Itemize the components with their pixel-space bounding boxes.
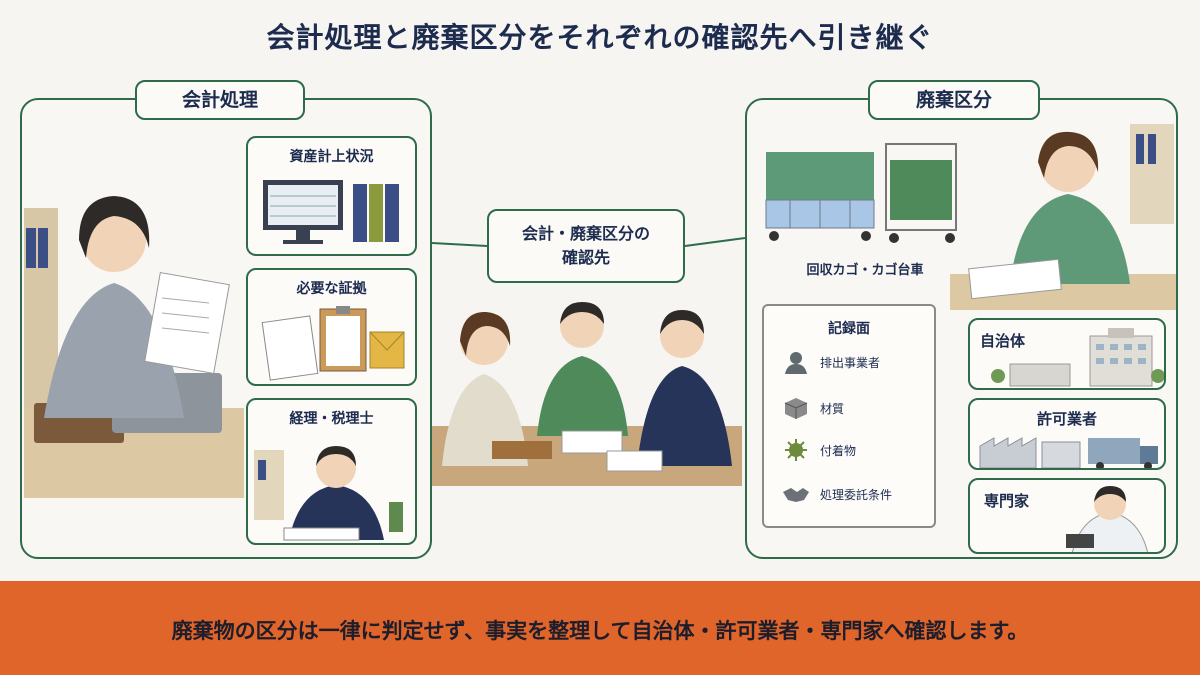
factory-and-truck-icon [979, 437, 1158, 468]
waste-panel-label: 廃棄区分 [868, 80, 1040, 120]
accountant-person-illustration [254, 446, 403, 541]
record-title: 記録面 [828, 321, 870, 337]
record-item-label: 処理委託条件 [820, 487, 893, 502]
record-item-label: 排出事業者 [820, 355, 881, 370]
city-hall-icon [991, 328, 1164, 387]
card-evidence: 必要な証拠 [246, 268, 417, 386]
center-line-1: 会計・廃棄区分の [521, 224, 650, 243]
accounting-panel-label: 会計処理 [135, 80, 305, 120]
expert-person-illustration [1066, 486, 1148, 552]
cube-icon [784, 398, 808, 419]
record-item-material: 材質 [782, 396, 844, 420]
cart-caption: 回収カゴ・カゴ台車 [806, 263, 924, 278]
card-accountant-title: 経理・税理士 [289, 411, 374, 427]
card-licensed-contractor-title: 許可業者 [1036, 410, 1097, 428]
person-icon [785, 352, 807, 374]
card-expert-title: 専門家 [984, 492, 1030, 510]
record-item-label: 材質 [820, 401, 845, 416]
card-municipality: 自治体 [968, 318, 1166, 390]
card-asset-status: 資産計上状況 [246, 136, 417, 256]
record-item-discharger: 排出事業者 [782, 350, 880, 374]
record-item-contract: 処理委託条件 [782, 482, 892, 506]
record-item-label: 付着物 [820, 443, 857, 458]
center-destination-box: 会計・廃棄区分の 確認先 [487, 209, 685, 283]
center-line-2: 確認先 [561, 248, 610, 267]
card-evidence-title: 必要な証拠 [296, 281, 367, 297]
handshake-icon [783, 488, 809, 502]
record-item-deposits: 付着物 [782, 438, 856, 462]
page-title: 会計処理と廃棄区分をそれぞれの確認先へ引き継ぐ [266, 21, 934, 54]
worker-illustration [950, 124, 1176, 310]
documents-and-envelope-icon [261, 306, 405, 381]
card-licensed-contractor: 許可業者 [968, 398, 1166, 470]
footer-banner: 廃棄物の区分は一律に判定せず、事実を整理して自治体・許可業者・専門家へ確認します… [0, 581, 1200, 675]
monitor-and-binders-icon [263, 180, 399, 244]
meeting-illustration [432, 302, 742, 486]
woman-reading-illustration [24, 196, 244, 498]
footer-text: 廃棄物の区分は一律に判定せず、事実を整理して自治体・許可業者・専門家へ確認します… [171, 619, 1029, 643]
card-expert: 専門家 [968, 478, 1166, 554]
card-accountant: 経理・税理士 [246, 398, 417, 545]
card-municipality-title: 自治体 [980, 332, 1026, 350]
cart-illustration [765, 143, 957, 243]
record-notebook: 記録面 排出事業者 材質 付着物 処理委託条件 [762, 304, 936, 528]
card-asset-status-title: 資産計上状況 [289, 149, 374, 165]
germ-icon [785, 439, 807, 461]
